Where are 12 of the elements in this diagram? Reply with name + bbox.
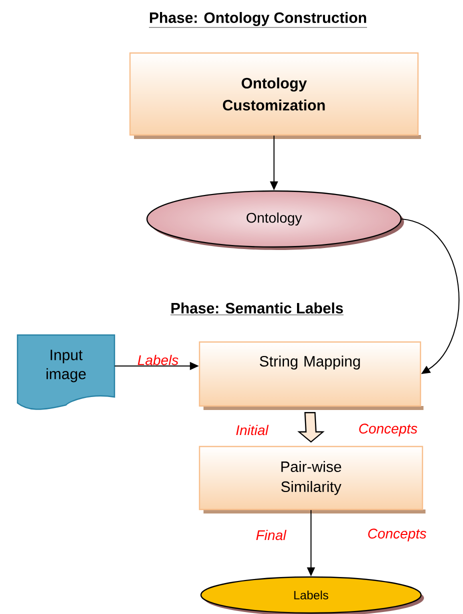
heading: Phase: Ontology Construction [148, 12, 368, 28]
process-box: String Mapping [198, 341, 424, 410]
edge-label: Initial [236, 424, 269, 436]
edge-label: Labels [138, 354, 178, 366]
concept-label: Concepts [368, 528, 426, 542]
block-arrow [297, 412, 325, 443]
edge-label: Final [256, 530, 286, 540]
arrow [401, 218, 460, 374]
process-box: Ontology Customization [129, 52, 421, 139]
concept-label: Concepts [359, 424, 418, 436]
heading: Phase: Semantic Labels [170, 302, 344, 316]
process-box: Pair-wise Similarity [198, 446, 426, 514]
